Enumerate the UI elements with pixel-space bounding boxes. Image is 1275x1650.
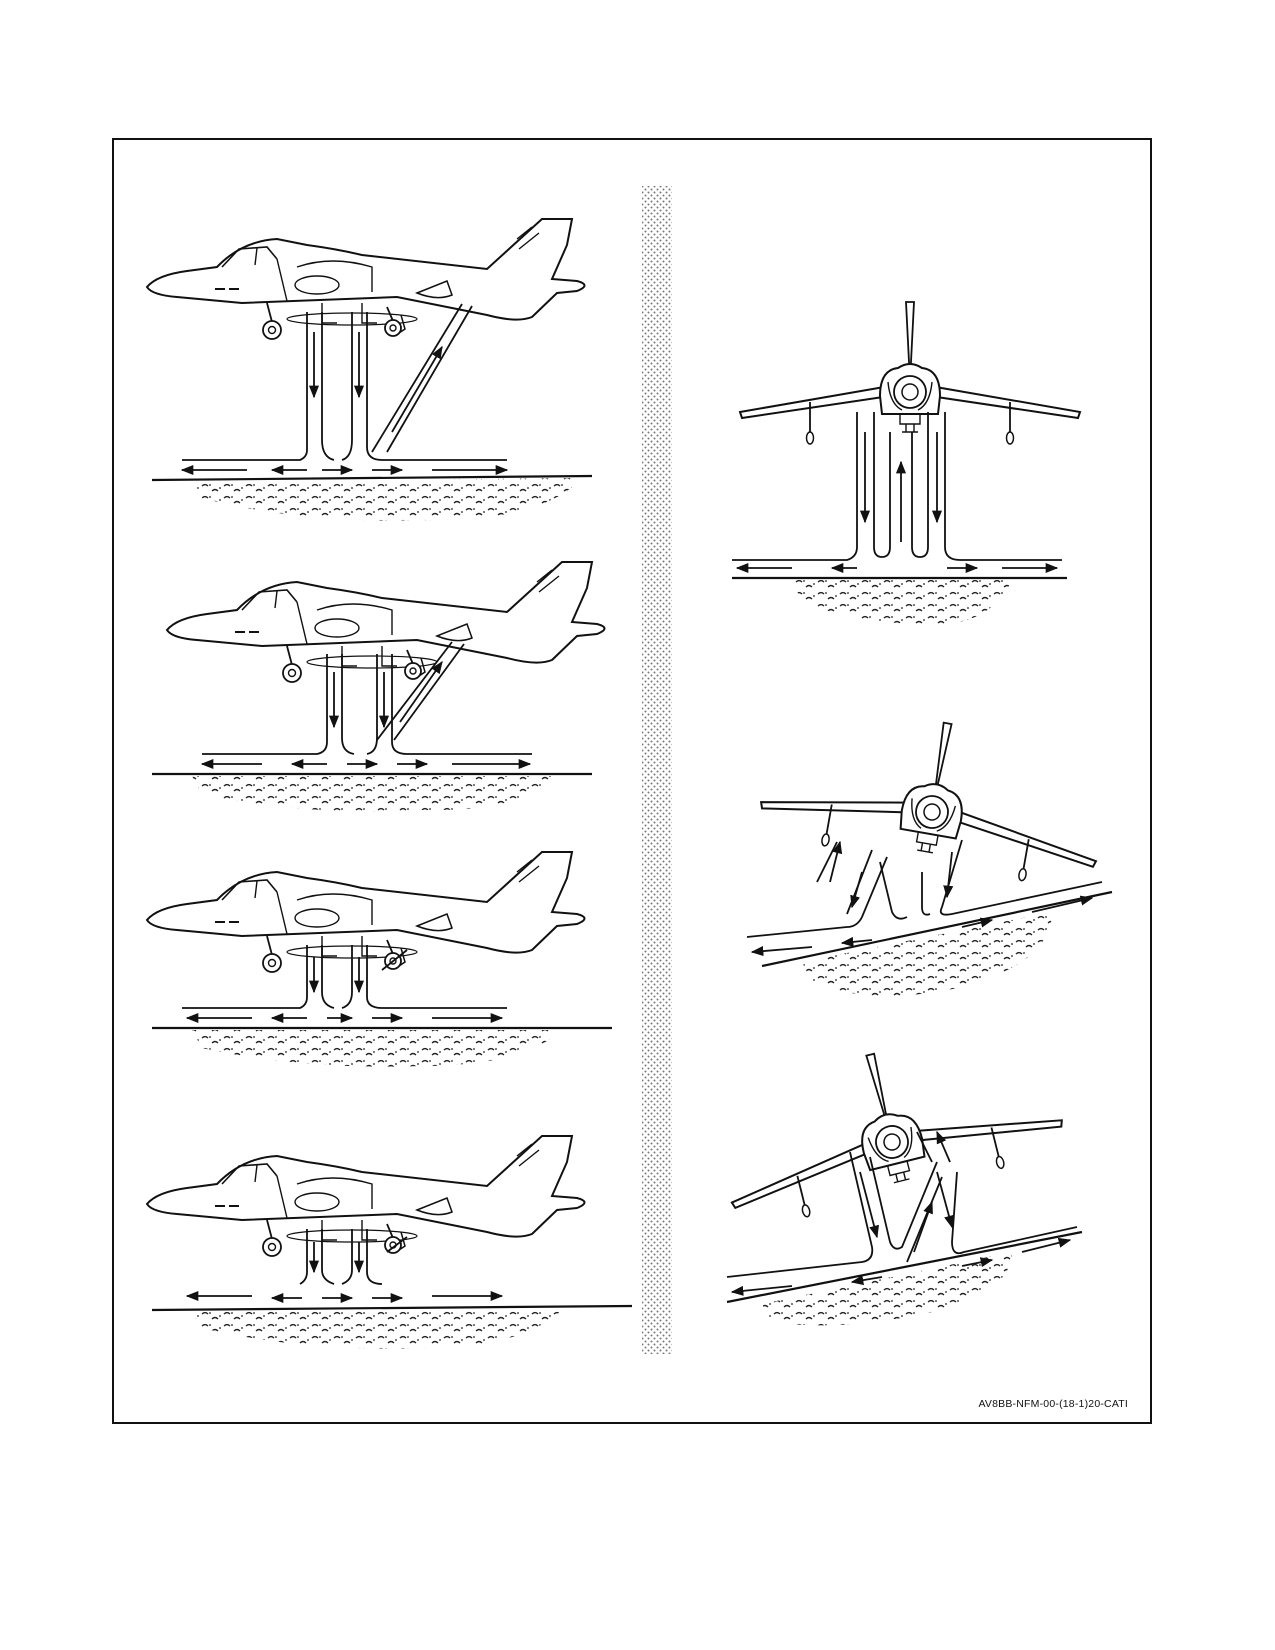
ground-texture	[192, 776, 562, 812]
side-view-panel-4	[146, 1135, 633, 1349]
front-view-panel-1	[732, 301, 1081, 625]
airflow-arrow	[850, 871, 863, 909]
aircraft-side-view	[166, 561, 606, 683]
ground-texture	[192, 478, 582, 521]
airflow-arrow	[730, 1285, 793, 1296]
ground-line	[761, 890, 1113, 968]
ground-line	[151, 474, 593, 482]
ground-line	[151, 1304, 633, 1312]
airflow-arrow	[1031, 895, 1094, 913]
side-view-panel-3	[146, 851, 612, 1067]
panel-divider	[642, 186, 672, 1354]
aircraft-side-view	[146, 851, 586, 973]
aircraft-front-view	[739, 301, 1081, 445]
ground-texture	[802, 912, 1052, 996]
airflow-arrow	[829, 840, 843, 883]
airflow-arrow	[850, 1275, 883, 1286]
airflow-illustration	[146, 186, 1117, 1354]
front-view-panel-3	[704, 1012, 1083, 1326]
airflow-arrow	[936, 1130, 951, 1163]
airflow-arrow	[750, 946, 813, 957]
ground-line	[726, 1230, 1083, 1304]
aircraft-front-view	[754, 692, 1117, 894]
aircraft-front-view	[704, 1012, 1071, 1235]
ground-texture	[192, 1030, 562, 1067]
figure-reference-id: AV8BB-NFM-00-(18-1)20-CATI	[978, 1398, 1128, 1410]
front-view-panel-2	[746, 692, 1117, 996]
aircraft-side-view	[146, 1135, 586, 1257]
airflow-arrow	[859, 1171, 880, 1239]
figure-frame: AV8BB-NFM-00-(18-1)20-CATI	[112, 138, 1152, 1424]
side-view-panel-1	[146, 218, 593, 521]
aircraft-side-view	[146, 218, 586, 340]
ground-texture	[192, 1310, 562, 1349]
airflow-arrow	[399, 660, 443, 723]
side-view-panel-2	[152, 561, 606, 812]
airflow-arrow	[943, 851, 954, 899]
airflow-arrow	[961, 917, 994, 928]
ground-texture	[792, 580, 1012, 625]
airflow-arrow	[1021, 1237, 1072, 1253]
airflow-arrow	[913, 1200, 933, 1253]
ground-texture	[762, 1252, 1012, 1326]
airflow-arrow	[391, 345, 443, 433]
airflow-arrow	[936, 1171, 954, 1229]
airflow-arrow	[840, 936, 873, 947]
